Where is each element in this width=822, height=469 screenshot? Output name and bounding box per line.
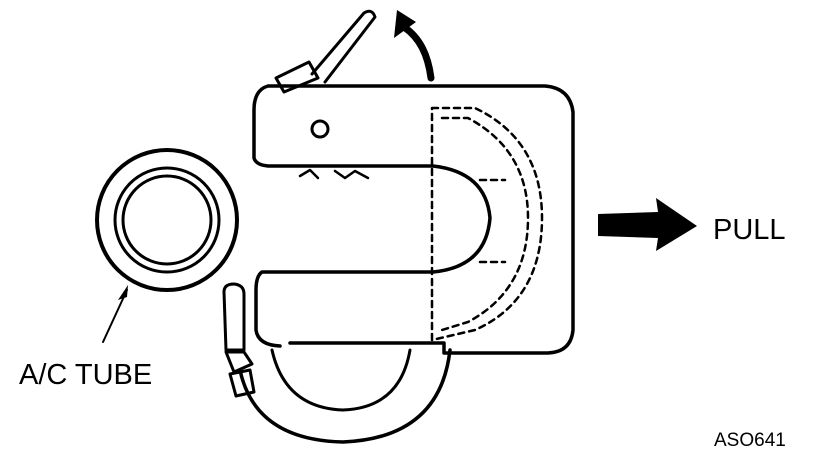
hidden-spring-clip [430, 106, 544, 342]
ac-tube-leader-arrow [102, 285, 128, 343]
latch [222, 282, 256, 398]
pull-label: PULL [713, 214, 786, 246]
lever-handle [274, 9, 377, 94]
lower-clamp-ring [238, 348, 452, 444]
rotate-arrow [394, 10, 435, 82]
tool-body [252, 84, 575, 355]
figure-code-label: ASO641 [714, 430, 786, 451]
ac-tube-label: A/C TUBE [19, 359, 152, 391]
pull-arrow [598, 198, 697, 251]
ac-tube-cross-section [95, 148, 239, 292]
